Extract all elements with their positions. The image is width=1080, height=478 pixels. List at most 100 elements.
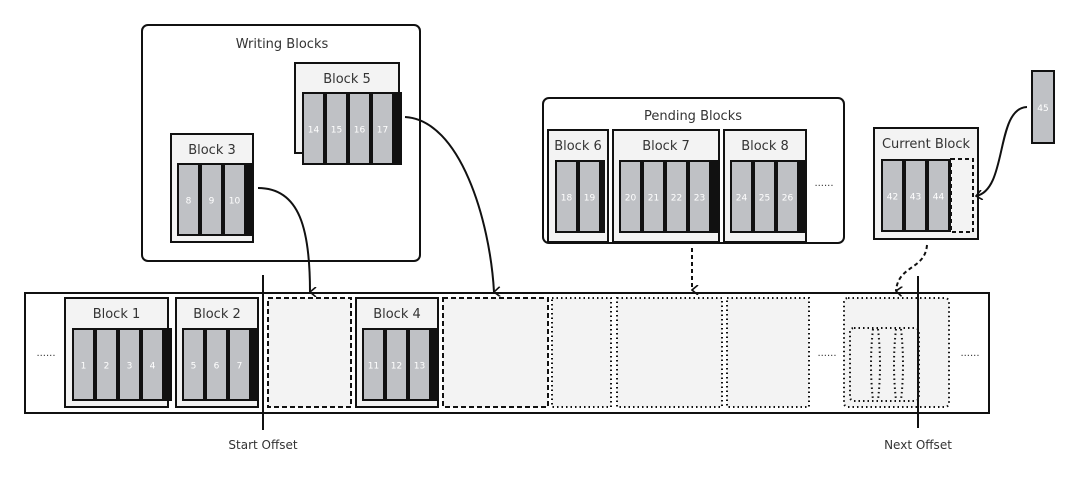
record-16 [350,94,369,163]
record-3 [120,330,139,399]
block-b8: Block 8 24 25 26 [723,129,807,243]
next-offset-marker: Next Offset [884,276,952,452]
record-43 [906,161,925,230]
record-number: 42 [887,193,898,203]
next-offset-label: Next Offset [884,438,952,452]
pending-ellipsis: ...... [814,178,833,189]
record-21 [644,162,663,231]
arrow-block5-to-strip [404,116,494,292]
record-number: 10 [229,197,241,207]
record-45 [1031,70,1055,144]
block-b4: Block 4 11 12 13 [355,297,439,408]
record-4 [143,330,162,399]
record-number: 13 [414,362,425,372]
slot-current-records [849,327,920,402]
record-26 [778,162,797,231]
record-number: 8 [186,197,192,207]
record-6 [207,330,226,399]
block-b2: Block 2 5 6 7 [175,297,259,408]
record-2 [97,330,116,399]
record-8 [179,165,198,234]
record-19 [580,162,599,231]
block-b7: Block 7 20 21 22 23 [612,129,720,243]
record-18 [557,162,576,231]
block-label: Block 1 [93,307,141,322]
record-number: 25 [759,194,770,204]
strip-ellipsis-right: ...... [960,348,979,359]
record-17 [373,94,392,163]
record-number: 9 [209,197,215,207]
block-b6: Block 6 18 19 [547,129,609,243]
block-label: Block 5 [323,72,371,87]
record-11 [364,330,383,399]
record-number: 12 [391,362,402,372]
record-number: 19 [584,194,596,204]
record-number: 21 [648,194,659,204]
block-label: Block 6 [554,139,602,154]
record-15 [327,94,346,163]
slot-block3-placeholder [267,297,352,408]
block-label: Block 8 [741,139,789,154]
record-13 [410,330,429,399]
record-number: 18 [561,194,573,204]
arrow-block3-to-strip [257,187,310,292]
pending-blocks-title: Pending Blocks [644,109,742,124]
record-7 [230,330,249,399]
start-offset-label: Start Offset [228,438,297,452]
record-24 [732,162,751,231]
block-label: Block 2 [193,307,241,322]
incoming-record: 45 [1031,70,1055,144]
record-9 [202,165,221,234]
block-label: Block 7 [642,139,690,154]
record-number: 17 [377,126,388,136]
record-number: 3 [127,362,133,372]
record-number: 20 [625,194,637,204]
block-b3: Block 3 8 9 10 [170,133,254,243]
block-b5: Block 5 14 15 16 17 [294,62,402,165]
record-number: 7 [237,362,243,372]
arrow-record45-to-current [976,106,1028,196]
record-number: 4 [150,362,156,372]
writing-blocks-title: Writing Blocks [236,37,329,52]
record-1 [74,330,93,399]
record-number: 24 [736,194,748,204]
record-number: 23 [694,194,705,204]
record-25 [755,162,774,231]
arrow-current-to-strip [896,244,928,291]
record-20 [621,162,640,231]
block-label: Current Block [882,137,971,152]
slot-block6-placeholder [551,297,612,408]
block-label: Block 4 [373,307,421,322]
record-number: 14 [308,126,320,136]
record-number: 26 [782,194,794,204]
record-number: 2 [104,362,110,372]
record-42 [883,161,902,230]
block-b1: Block 1 1 2 3 4 [64,297,172,408]
record-number: 16 [354,126,366,136]
record-number: 22 [671,194,682,204]
strip-ellipsis-left: ...... [36,348,55,359]
record-14 [304,94,323,163]
record-22 [667,162,686,231]
record-23 [690,162,709,231]
strip-ellipsis-mid: ...... [817,348,836,359]
record-number: 11 [368,362,379,372]
current-block-empty-slot [950,158,974,233]
record-number: 43 [910,193,921,203]
record-number: 44 [933,193,945,203]
start-offset-marker: Start Offset [228,275,298,452]
slot-block8-placeholder [726,297,810,408]
slot-block5-placeholder [442,297,549,408]
record-number: 45 [1037,104,1048,114]
record-number: 15 [331,126,342,136]
record-5 [184,330,203,399]
record-number: 6 [214,362,220,372]
block-label: Block 3 [188,143,236,158]
record-number: 1 [81,362,87,372]
record-10 [225,165,244,234]
record-12 [387,330,406,399]
record-44 [929,161,948,230]
slot-block7-placeholder [616,297,723,408]
record-number: 5 [191,362,197,372]
